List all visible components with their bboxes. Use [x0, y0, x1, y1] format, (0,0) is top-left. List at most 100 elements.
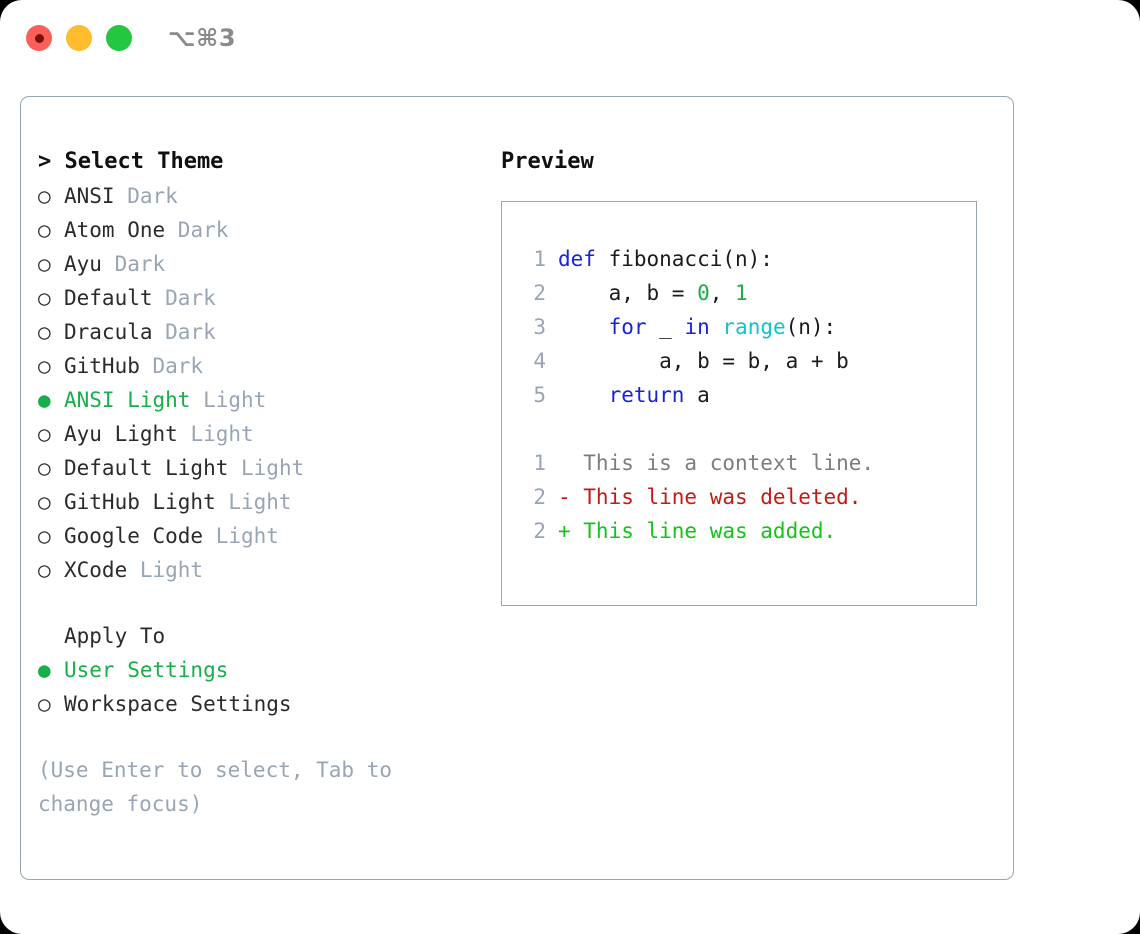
- code-token: def: [558, 247, 609, 271]
- apply-to-option-label: User Settings: [64, 658, 229, 682]
- theme-selector-column: > Select Theme ○ANSI Dark○Atom One Dark○…: [38, 145, 488, 821]
- window-title-shortcut: ⌥⌘3: [168, 24, 237, 52]
- window-controls: [26, 25, 132, 51]
- theme-option-default-light[interactable]: ○Default Light Light: [38, 451, 488, 485]
- theme-option-ayu-light[interactable]: ○ Ayu Light Light: [38, 417, 488, 451]
- theme-list[interactable]: ○ ANSI Dark ○ Atom One Dark ○ Ayu Dark ○ Defaul…: [38, 179, 488, 587]
- code-token: a, b =: [558, 281, 698, 305]
- theme-option-ayu[interactable]: ○ Ayu Dark: [38, 247, 488, 281]
- code-token: a, b = b, a + b: [558, 349, 849, 373]
- theme-option-variant-tag: Light: [203, 524, 279, 548]
- apply-to-heading: Apply To: [64, 624, 166, 648]
- theme-option-label: ANSI Light: [64, 388, 191, 412]
- code-token: - This line was deleted.: [558, 485, 862, 509]
- code-token: [558, 383, 609, 407]
- theme-option-label: Default Light: [64, 456, 229, 480]
- code-token: fibonacci(n):: [608, 247, 773, 271]
- theme-option-variant-tag: Light: [127, 558, 204, 582]
- radio-unselected-icon: ○: [38, 218, 51, 242]
- apply-to-option-workspace-settings[interactable]: ○ Workspace Settings: [38, 687, 488, 721]
- theme-option-label: Ayu: [64, 252, 102, 276]
- code-token: [710, 315, 723, 339]
- code-token: for: [608, 315, 647, 339]
- theme-option-google-code[interactable]: ○ Google Code Light: [38, 519, 488, 553]
- radio-unselected-icon: ○: [38, 422, 51, 446]
- radio-unselected-icon: ○: [38, 252, 51, 276]
- maximize-button[interactable]: [106, 25, 132, 51]
- radio-unselected-icon: ○: [38, 558, 51, 582]
- code-line: 2 a, b = 0, 1: [522, 276, 976, 310]
- theme-option-label: Google Code: [64, 524, 204, 548]
- code-diff-separator: [522, 412, 976, 446]
- code-token: ,: [709, 281, 736, 305]
- line-number: 1: [533, 451, 546, 475]
- theme-option-variant-tag: Light: [215, 490, 292, 514]
- theme-option-label: ANSI: [64, 184, 115, 208]
- theme-option-variant-tag: Light: [190, 388, 267, 412]
- apply-to-list[interactable]: ● User Settings ○ Workspace Settings: [38, 653, 488, 721]
- title-bar: ⌥⌘3: [0, 0, 1140, 78]
- theme-option-variant-tag: Dark: [152, 286, 216, 310]
- code-line: 5 return a: [522, 378, 976, 412]
- minimize-button[interactable]: [66, 25, 92, 51]
- theme-option-label: Default: [64, 286, 153, 310]
- theme-option-github[interactable]: ○GitHub Dark: [38, 349, 488, 383]
- theme-option-label: Ayu Light: [64, 422, 178, 446]
- theme-option-label: XCode: [64, 558, 128, 582]
- select-theme-heading: > Select Theme: [38, 149, 224, 174]
- diff-line: 2 - This line was deleted.: [522, 480, 976, 514]
- keyboard-hint-text: (Use Enter to select, Tab to change focu…: [38, 758, 405, 816]
- radio-unselected-icon: ○: [38, 692, 51, 716]
- code-token: a: [684, 383, 710, 407]
- diff-sample: 1 This is a context line. 2 - This line wa…: [522, 446, 976, 548]
- line-number: 5: [533, 383, 546, 407]
- preview-heading: Preview: [501, 149, 594, 174]
- line-number: 2: [533, 485, 546, 509]
- theme-option-default[interactable]: ○ Default Dark: [38, 281, 488, 315]
- theme-option-variant-tag: Dark: [139, 354, 204, 378]
- theme-option-dracula[interactable]: ○ Dracula Dark: [38, 315, 488, 349]
- radio-unselected-icon: ○: [38, 184, 51, 208]
- theme-option-github-light[interactable]: ○GitHub Light Light: [38, 485, 488, 519]
- theme-option-variant-tag: Dark: [165, 218, 229, 242]
- code-token: _: [646, 315, 685, 339]
- apply-to-option-label: Workspace Settings: [64, 692, 292, 716]
- line-number: 3: [533, 315, 546, 339]
- code-token: 0: [697, 281, 710, 305]
- line-number: 2: [533, 519, 546, 543]
- code-line: 4 a, b = b, a + b: [522, 344, 976, 378]
- content-panel: > Select Theme ○ANSI Dark○Atom One Dark○…: [20, 96, 1014, 880]
- close-button[interactable]: [26, 25, 52, 51]
- apply-to-option-user-settings[interactable]: ● User Settings: [38, 653, 488, 687]
- theme-option-variant-tag: Light: [177, 422, 254, 446]
- theme-option-ansi[interactable]: ○ ANSI Dark: [38, 179, 488, 213]
- radio-unselected-icon: ○: [38, 524, 51, 548]
- radio-selected-icon: ●: [38, 388, 51, 412]
- code-token: 1: [735, 281, 748, 305]
- theme-option-label: Atom One: [64, 218, 166, 242]
- code-line: 3 for _ in range(n):: [522, 310, 976, 344]
- diff-line: 1 This is a context line.: [522, 446, 976, 480]
- radio-unselected-icon: ○: [38, 456, 51, 480]
- spacer: [38, 587, 488, 619]
- radio-unselected-icon: ○: [38, 286, 51, 310]
- code-token: return: [608, 383, 685, 407]
- theme-option-variant-tag: Dark: [152, 320, 216, 344]
- line-number: 2: [533, 281, 546, 305]
- code-token: range: [722, 315, 786, 339]
- theme-option-label: Dracula: [64, 320, 153, 344]
- theme-option-variant-tag: Dark: [114, 184, 178, 208]
- theme-option-ansi-light[interactable]: ● ANSI Light Light: [38, 383, 488, 417]
- code-token: [558, 315, 609, 339]
- code-token: in: [684, 315, 710, 339]
- theme-option-xcode[interactable]: ○ XCode Light: [38, 553, 488, 587]
- radio-selected-icon: ●: [38, 658, 51, 682]
- theme-option-atom-one[interactable]: ○ Atom One Dark: [38, 213, 488, 247]
- radio-unselected-icon: ○: [38, 320, 51, 344]
- theme-option-variant-tag: Dark: [101, 252, 166, 276]
